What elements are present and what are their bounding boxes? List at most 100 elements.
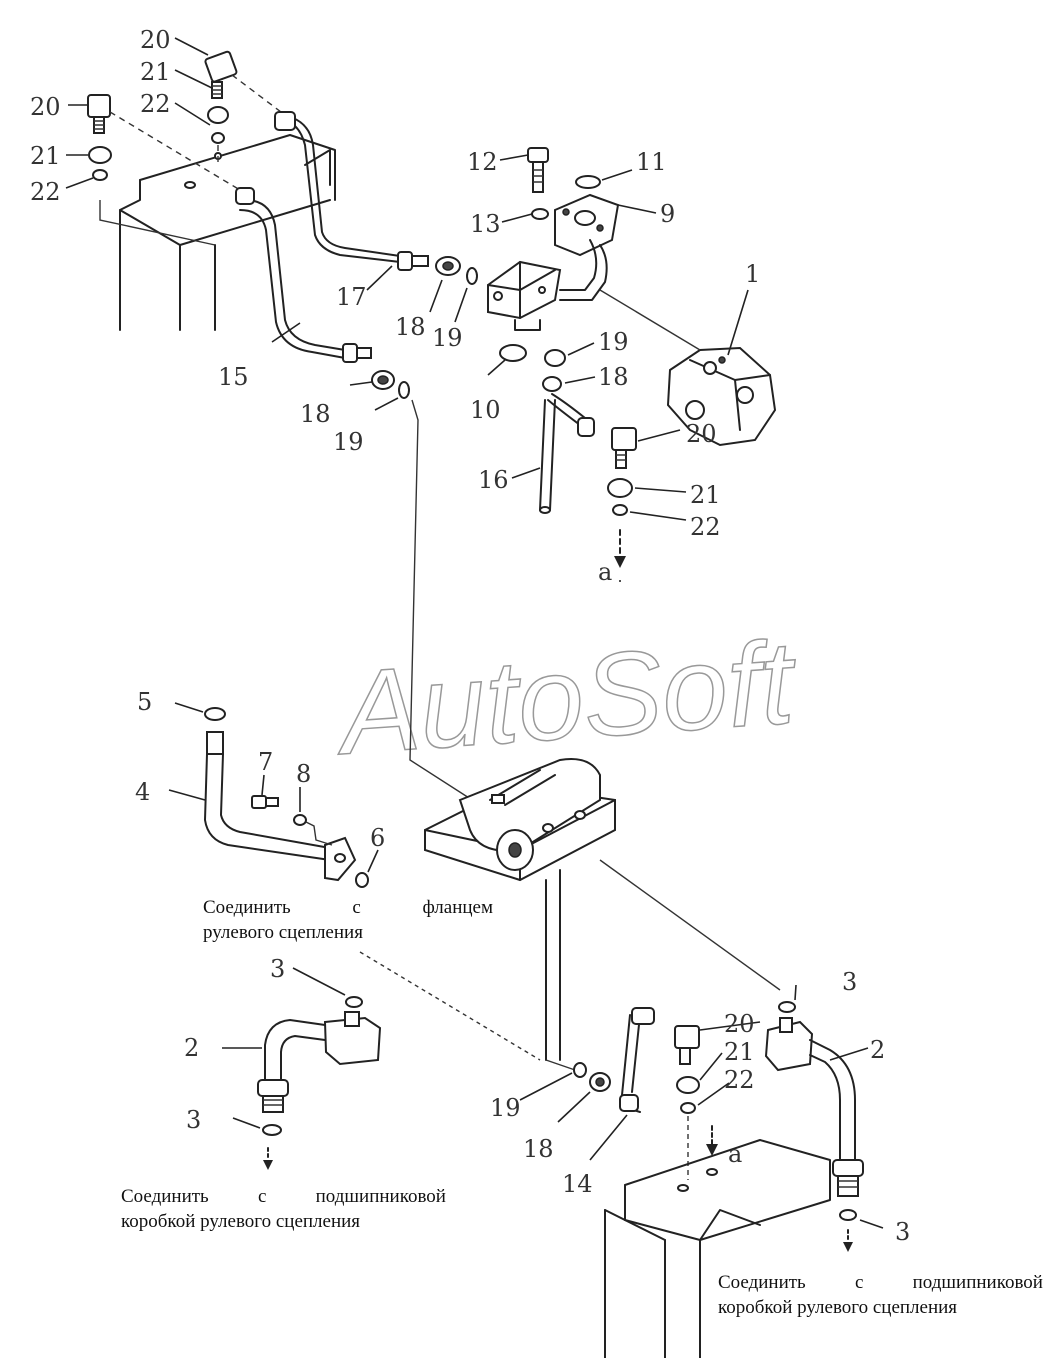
- o-ring-3-a: [345, 996, 363, 1008]
- callout-20: 20: [686, 420, 717, 448]
- o-ring-6: [355, 872, 369, 888]
- valve-block: [487, 260, 562, 331]
- callout-a: a: [728, 1140, 742, 1168]
- washer-8: [293, 814, 307, 826]
- direction-arrow-right: [843, 1229, 853, 1252]
- washer-13: [531, 208, 549, 220]
- callout-15: 15: [218, 363, 249, 391]
- o-ring-19-d: [573, 1062, 587, 1078]
- washer-21-left: [88, 146, 112, 164]
- elbow-pipe-2-left: [257, 1011, 382, 1113]
- o-ring-19-b: [398, 381, 410, 399]
- fitting-20-bottom: [674, 1025, 700, 1065]
- callout-18: 18: [300, 400, 331, 428]
- washer-21-top: [207, 106, 229, 124]
- callout-21: 21: [140, 58, 171, 86]
- note-word: фланцем: [422, 897, 493, 918]
- pipe-14: [619, 1007, 655, 1113]
- fitting-20-left: [87, 94, 111, 134]
- note-connect-bearing-left: Соединить с подшипниковой коробкой рулев…: [121, 1184, 446, 1234]
- note-word: подшипниковой: [315, 1186, 446, 1207]
- banjo-18-c: [542, 376, 562, 392]
- callout-3: 3: [842, 968, 857, 996]
- washer-21-mid: [607, 478, 633, 498]
- bolt-12: [527, 147, 549, 193]
- note-word: с: [352, 897, 361, 918]
- o-ring-3-b: [262, 1124, 282, 1136]
- callout-10: 10: [470, 396, 501, 424]
- bolt-7: [251, 795, 279, 809]
- callout-2: 2: [184, 1034, 199, 1062]
- callout-22: 22: [140, 90, 171, 118]
- steering-cylinder: [424, 758, 616, 882]
- banjo-18-d: [589, 1072, 611, 1092]
- note-word: Соединить: [203, 897, 291, 918]
- o-ring-22-bottom: [680, 1102, 696, 1114]
- callout-18: 18: [523, 1135, 554, 1163]
- o-ring-19-c: [544, 349, 566, 367]
- pipe-15: [235, 187, 372, 363]
- pump-1: [666, 346, 777, 447]
- callout-21: 21: [724, 1038, 755, 1066]
- note-line: коробкой рулевого сцепления: [121, 1211, 361, 1232]
- callout-11: 11: [636, 148, 667, 176]
- watermark: AutoSoft: [331, 616, 802, 780]
- callout-8: 8: [296, 760, 311, 788]
- callout-19: 19: [598, 328, 629, 356]
- note-line: коробкой рулевого сцепления: [718, 1297, 958, 1318]
- callout-20: 20: [30, 93, 61, 121]
- o-ring-19-a: [466, 267, 478, 285]
- callout-22: 22: [724, 1066, 755, 1094]
- note-word: Соединить: [718, 1272, 806, 1293]
- note-word: с: [854, 1272, 864, 1293]
- callout-1: 1: [745, 260, 760, 288]
- o-ring-3-c: [778, 1001, 796, 1013]
- callout-22: 22: [690, 513, 721, 541]
- o-ring-22-top: [211, 132, 225, 144]
- bottom-right-tank: [604, 1139, 831, 1358]
- flange-pipe-9: [554, 193, 620, 301]
- callout-3: 3: [270, 955, 285, 983]
- o-ring-5: [204, 707, 226, 721]
- callout-22: 22: [30, 178, 61, 206]
- o-ring-22-mid: [612, 504, 628, 516]
- callout-6: 6: [370, 824, 385, 852]
- washer-21-bottom: [676, 1076, 700, 1094]
- elbow-pipe-2-right: [764, 1017, 864, 1197]
- callout-20: 20: [140, 26, 171, 54]
- pipe-16: [539, 376, 595, 514]
- note-word: Соединить: [121, 1186, 209, 1207]
- callout-19: 19: [490, 1094, 521, 1122]
- banjo-18-a: [435, 256, 461, 276]
- callout-18: 18: [598, 363, 629, 391]
- callout-2: 2: [870, 1036, 885, 1064]
- note-line: рулевого сцепления: [203, 922, 363, 943]
- callout-13: 13: [470, 210, 501, 238]
- callout-21: 21: [30, 142, 61, 170]
- callout-labels: 20 21 22 20 21 22 12 11 13 9 1 17 18 19 …: [30, 26, 910, 1246]
- callout-5: 5: [137, 688, 152, 716]
- callout-18: 18: [395, 313, 426, 341]
- callout-4: 4: [135, 778, 150, 806]
- banjo-18-b: [371, 370, 395, 390]
- fitting-20-top: [204, 50, 238, 99]
- callout-19: 19: [432, 324, 463, 352]
- callout-a: a: [598, 558, 612, 586]
- callout-17: 17: [336, 283, 367, 311]
- pipe-17: [274, 111, 429, 271]
- note-connect-bearing-right: Соединить с подшипниковой коробкой рулев…: [718, 1270, 1043, 1320]
- o-ring-10: [499, 344, 527, 362]
- callout-9: 9: [660, 200, 675, 228]
- o-ring-11: [575, 175, 601, 189]
- direction-arrow-a-top: [614, 529, 626, 568]
- callout-20: 20: [724, 1010, 755, 1038]
- callout-3: 3: [895, 1218, 910, 1246]
- callout-21: 21: [690, 481, 721, 509]
- top-left-tank: [99, 134, 336, 331]
- callout-14: 14: [562, 1170, 593, 1198]
- fitting-20-mid: [611, 427, 637, 469]
- o-ring-3-d: [839, 1209, 857, 1221]
- note-word: с: [257, 1186, 267, 1207]
